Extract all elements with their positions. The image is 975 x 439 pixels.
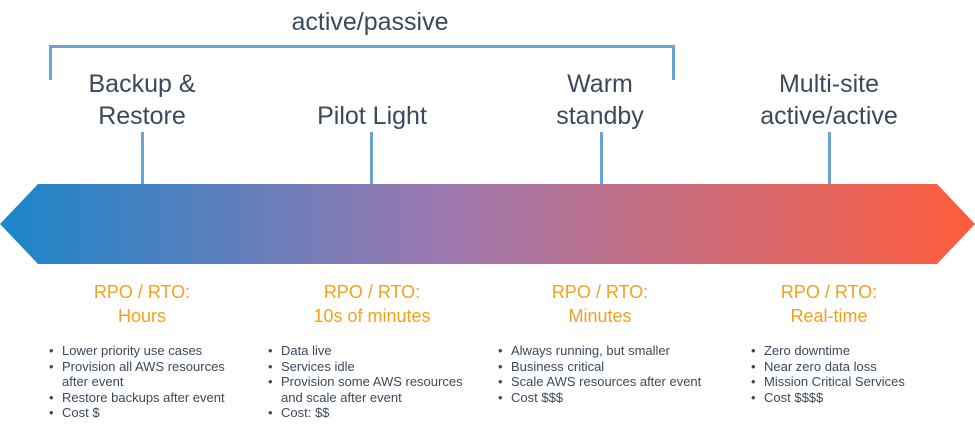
rpo-rto-multi-site: RPO / RTO: Real-time [780, 282, 878, 326]
list-item: Cost: $$ [268, 405, 468, 421]
list-item: Provision all AWS resources after event [49, 359, 249, 390]
list-item: Near zero data loss [751, 359, 961, 375]
bullet-list-pilot-light: Data live Services idle Provision some A… [268, 343, 468, 421]
list-item: Business critical [498, 359, 728, 375]
list-item: Data live [268, 343, 468, 359]
list-item: Mission Critical Services [751, 374, 961, 390]
bracket-top [49, 45, 675, 48]
list-item: Services idle [268, 359, 468, 375]
list-item: Cost $$$ [498, 390, 728, 406]
bracket-left [49, 45, 52, 80]
list-item: Restore backups after event [49, 390, 249, 406]
bullet-list-multi-site: Zero downtime Near zero data loss Missio… [751, 343, 961, 405]
list-item: Provision some AWS resources and scale a… [268, 374, 468, 405]
bracket-right [672, 45, 675, 80]
bullet-list-backup-restore: Lower priority use cases Provision all A… [49, 343, 249, 421]
strategy-title-warm-standby: Warm standby [556, 70, 644, 130]
list-item: Scale AWS resources after event [498, 374, 728, 390]
strategy-title-multi-site: Multi-site active/active [760, 70, 898, 130]
list-item: Cost $ [49, 405, 249, 421]
strategy-title-pilot-light: Pilot Light [317, 102, 427, 130]
bullet-list-warm-standby: Always running, but smaller Business cri… [498, 343, 728, 405]
rpo-rto-warm-standby: RPO / RTO: Minutes [551, 282, 649, 326]
rpo-rto-pilot-light: RPO / RTO: 10s of minutes [313, 282, 431, 326]
rpo-rto-backup-restore: RPO / RTO: Hours [93, 282, 191, 326]
list-item: Zero downtime [751, 343, 961, 359]
active-passive-label: active/passive [291, 8, 449, 36]
list-item: Always running, but smaller [498, 343, 728, 359]
spectrum-arrow [0, 184, 975, 264]
list-item: Cost $$$$ [751, 390, 961, 406]
strategy-title-backup-restore: Backup & Restore [88, 70, 196, 130]
list-item: Lower priority use cases [49, 343, 249, 359]
